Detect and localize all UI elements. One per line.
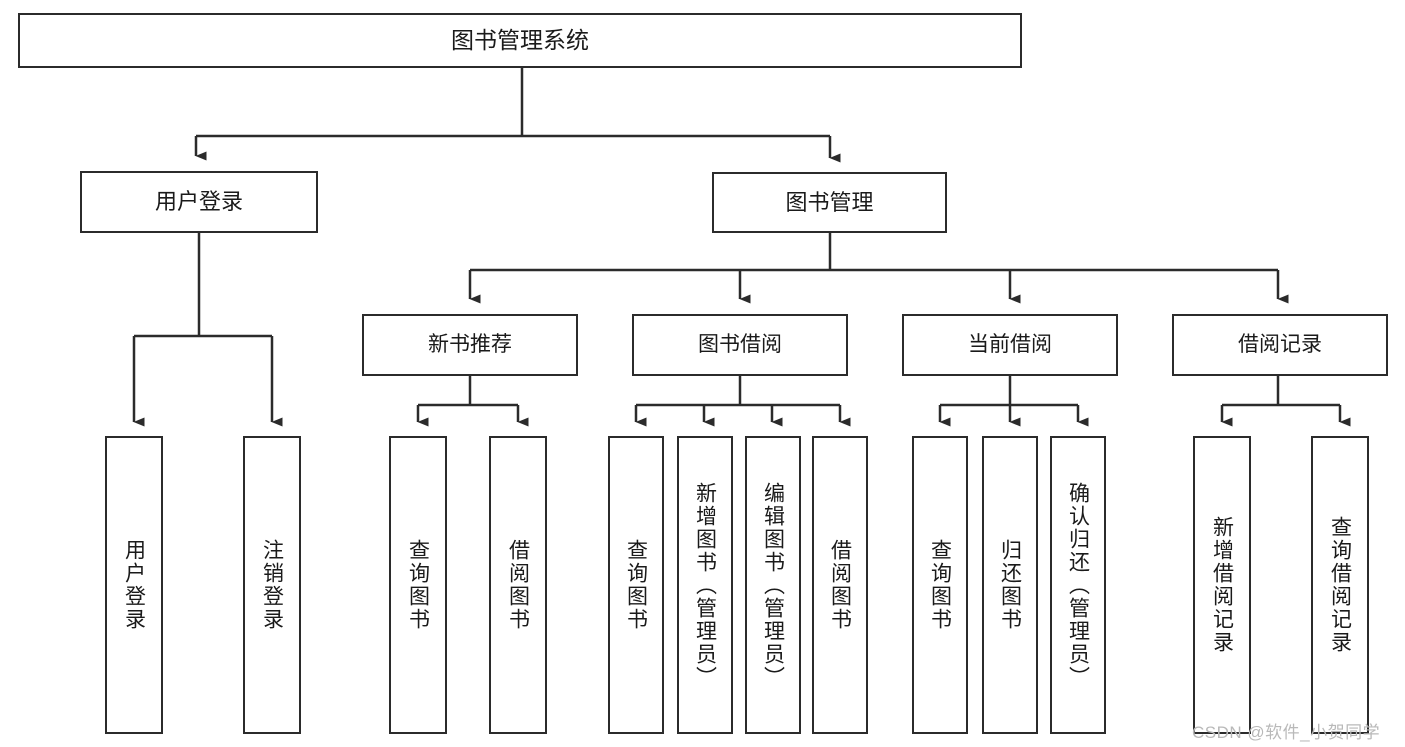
node-leaf-confirm-return[interactable]: 确认归还（管理员） (1050, 436, 1106, 734)
node-current-borrow-label: 当前借阅 (968, 332, 1052, 356)
node-root-label: 图书管理系统 (451, 26, 589, 53)
node-leaf-edit-book[interactable]: 编辑图书（管理员） (745, 436, 801, 734)
node-leaf-edit-book-label: 编辑图书（管理员） (761, 481, 785, 689)
node-leaf-add-record-label: 新增借阅记录 (1210, 516, 1234, 654)
node-leaf-borrow-book-1[interactable]: 借阅图书 (489, 436, 547, 734)
node-leaf-query-book-3[interactable]: 查询图书 (912, 436, 968, 734)
node-book-borrow-label: 图书借阅 (698, 332, 782, 356)
node-leaf-query-book-2[interactable]: 查询图书 (608, 436, 664, 734)
node-leaf-user-login[interactable]: 用户登录 (105, 436, 163, 734)
node-leaf-borrow-book-2[interactable]: 借阅图书 (812, 436, 868, 734)
node-leaf-add-record[interactable]: 新增借阅记录 (1193, 436, 1251, 734)
node-user-login[interactable]: 用户登录 (80, 171, 318, 233)
node-book-manage-label: 图书管理 (785, 189, 874, 215)
node-new-book-rec-label: 新书推荐 (428, 332, 512, 356)
node-borrow-record[interactable]: 借阅记录 (1172, 314, 1388, 376)
node-leaf-return-book[interactable]: 归还图书 (982, 436, 1038, 734)
node-new-book-rec[interactable]: 新书推荐 (362, 314, 578, 376)
node-leaf-query-book-1-label: 查询图书 (406, 539, 430, 631)
node-leaf-borrow-book-2-label: 借阅图书 (828, 539, 852, 631)
node-leaf-borrow-book-1-label: 借阅图书 (506, 539, 530, 631)
node-leaf-add-book-label: 新增图书（管理员） (693, 481, 717, 689)
node-leaf-query-record-label: 查询借阅记录 (1328, 516, 1352, 654)
node-leaf-confirm-return-label: 确认归还（管理员） (1066, 481, 1090, 689)
node-root[interactable]: 图书管理系统 (18, 13, 1022, 68)
node-leaf-query-book-2-label: 查询图书 (624, 539, 648, 631)
node-borrow-record-label: 借阅记录 (1238, 332, 1322, 356)
node-leaf-return-book-label: 归还图书 (998, 539, 1022, 631)
node-leaf-user-logout[interactable]: 注销登录 (243, 436, 301, 734)
node-leaf-add-book[interactable]: 新增图书（管理员） (677, 436, 733, 734)
node-current-borrow[interactable]: 当前借阅 (902, 314, 1118, 376)
node-book-manage[interactable]: 图书管理 (712, 172, 947, 233)
node-leaf-user-login-label: 用户登录 (122, 539, 146, 631)
node-leaf-query-book-1[interactable]: 查询图书 (389, 436, 447, 734)
node-leaf-query-book-3-label: 查询图书 (928, 539, 952, 631)
node-user-login-label: 用户登录 (154, 189, 243, 215)
node-leaf-user-logout-label: 注销登录 (260, 539, 284, 631)
node-book-borrow[interactable]: 图书借阅 (632, 314, 848, 376)
node-leaf-query-record[interactable]: 查询借阅记录 (1311, 436, 1369, 734)
